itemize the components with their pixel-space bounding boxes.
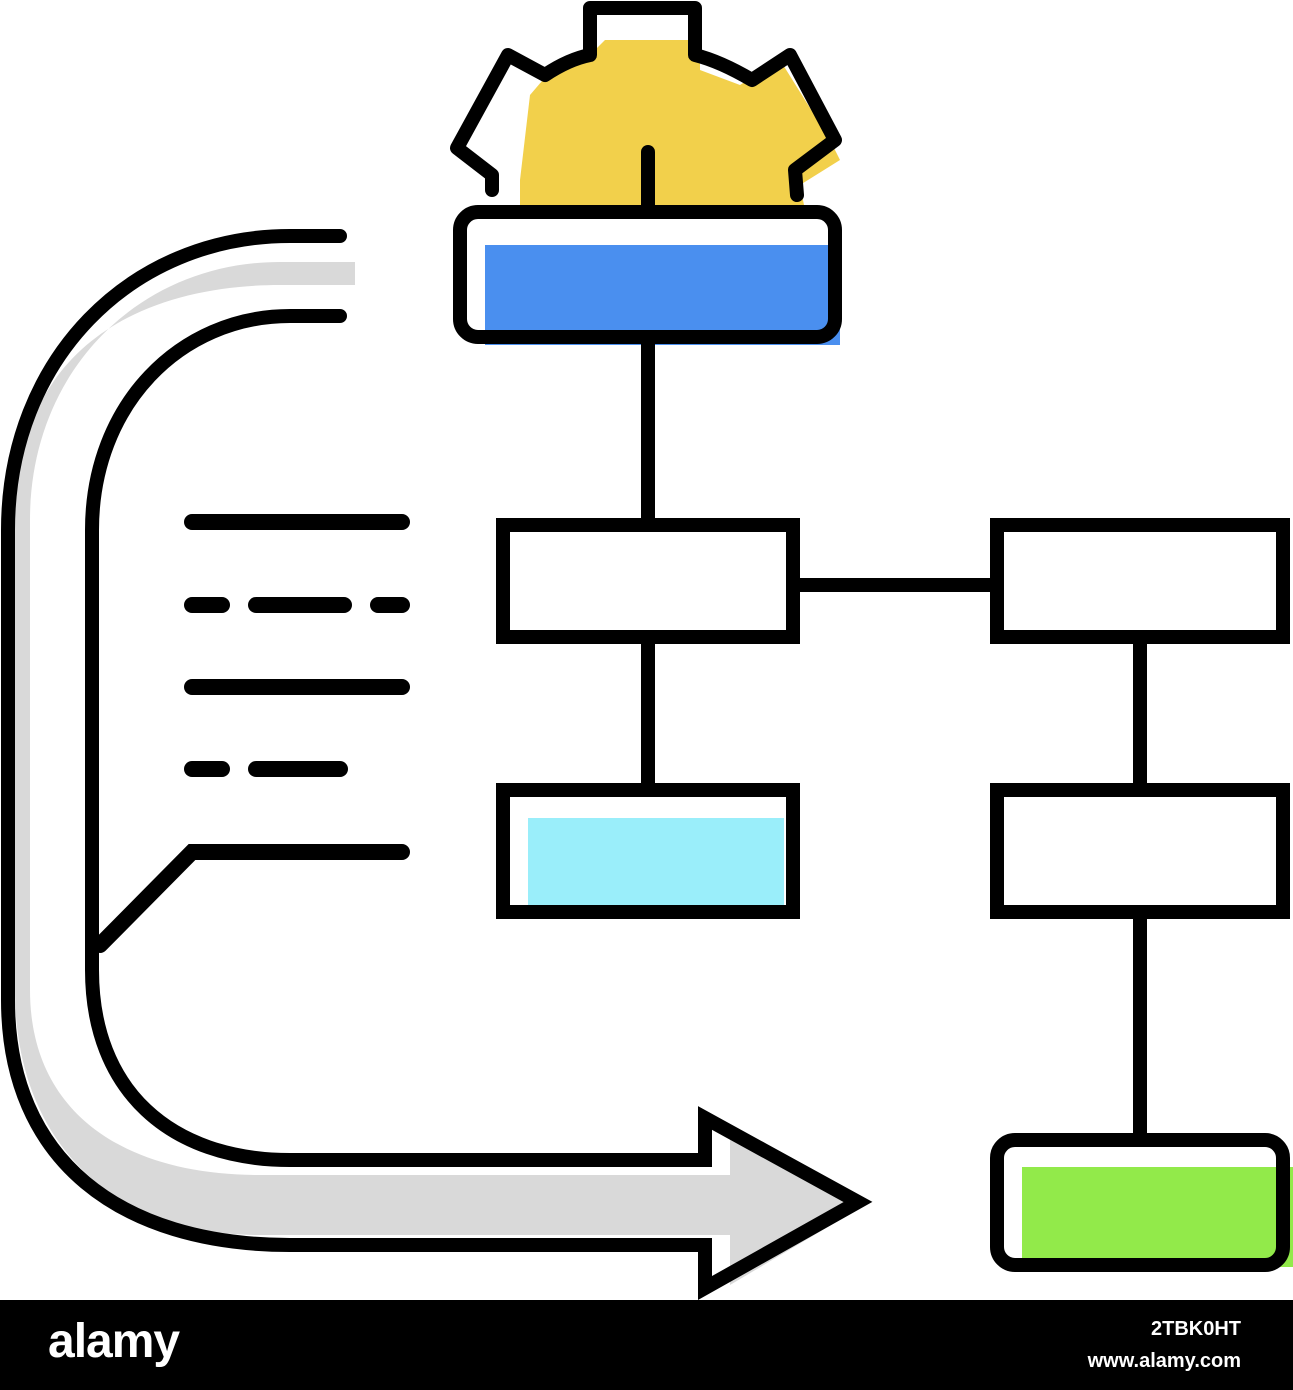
- brand-logo: alamy: [48, 1315, 180, 1368]
- arrow-outer-outline: [0, 229, 873, 1300]
- curved-arrow-icon: [0, 229, 873, 1300]
- watermark-footer: alamy 2TBK0HT www.alamy.com: [0, 1300, 1293, 1390]
- source-url: www.alamy.com: [1087, 1350, 1241, 1372]
- process-box-middle-right: [990, 518, 1290, 644]
- connectors: [641, 340, 1147, 1140]
- top-process-box: [453, 205, 842, 345]
- process-box-bottom-right: [990, 783, 1290, 919]
- gear-outline: [450, 1, 842, 202]
- gear-icon: [450, 1, 842, 215]
- process-box-bottom-left: [496, 783, 800, 919]
- process-box-middle-left: [496, 518, 800, 644]
- workflow-diagram: [0, 1, 1293, 1300]
- end-process-box: [990, 1133, 1293, 1272]
- arrow-shadow: [15, 262, 865, 1285]
- image-id: 2TBK0HT: [1150, 1318, 1241, 1340]
- text-lines-icon: [92, 514, 410, 953]
- callout-line: [92, 844, 410, 953]
